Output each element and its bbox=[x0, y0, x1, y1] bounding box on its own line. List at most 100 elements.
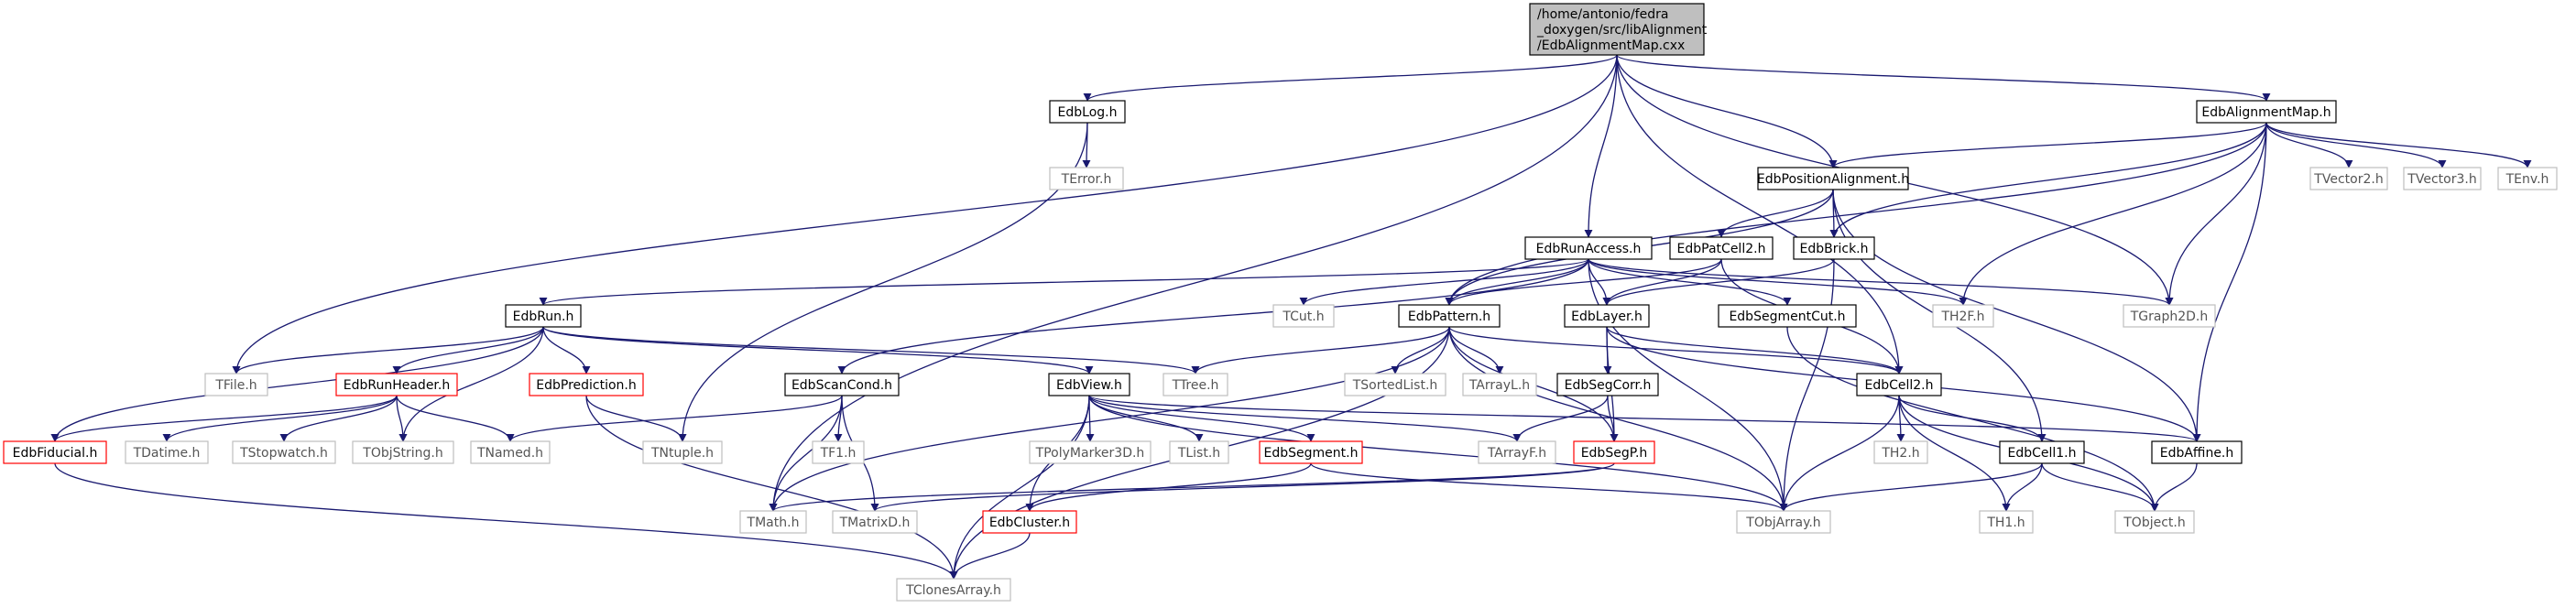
edge-edbsegp-to-tmath bbox=[769, 462, 1615, 512]
node-edbsegcorr-h[interactable]: EdbSegCorr.h bbox=[1556, 373, 1659, 396]
node-edbpattern-h-label: EdbPattern.h bbox=[1408, 309, 1490, 324]
edge-edbrunaccess-to-edbsegmentcut bbox=[1588, 258, 1792, 306]
edge-edbrunheader-to-tdatime bbox=[162, 395, 398, 442]
node-tobjstring-h: TObjString.h bbox=[352, 440, 454, 464]
node-tenv-h: TEnv.h bbox=[2497, 167, 2558, 190]
edge-edbrun-to-edbfiducial bbox=[50, 326, 544, 442]
edge-root-to-tfile bbox=[232, 54, 1618, 375]
node-tenv-h-box bbox=[2497, 167, 2558, 190]
edge-edbsegment-to-edbcluster bbox=[1025, 462, 1312, 512]
node-tarrayl-h: TArrayL.h bbox=[1462, 373, 1537, 396]
node-tobject-h: TObject.h bbox=[2114, 510, 2195, 534]
node-tnamed-h-label: TNamed.h bbox=[476, 446, 543, 461]
node-tmatrixd-h-box bbox=[832, 510, 918, 534]
node-tlist-h: TList.h bbox=[1169, 440, 1229, 464]
node-th1-h-label: TH1.h bbox=[1986, 516, 2025, 530]
node-edbpattern-h-box bbox=[1398, 304, 1501, 328]
node-tarrayf-h-label: TArrayF.h bbox=[1487, 446, 1546, 461]
node-edbscancond-h[interactable]: EdbScanCond.h bbox=[784, 373, 900, 396]
node-edbpositionalignment-h-box bbox=[1757, 167, 1909, 190]
edge-edbbrick-to-edblayer bbox=[1602, 258, 1835, 306]
node-edbrun-h[interactable]: EdbRun.h bbox=[505, 304, 582, 328]
node-edbalignmentmap-h[interactable]: EdbAlignmentMap.h bbox=[2196, 100, 2337, 124]
node-edbrunheader-h[interactable]: EdbRunHeader.h bbox=[335, 373, 458, 396]
node-tntuple-h-label: TNtuple.h bbox=[650, 446, 714, 461]
node-edbfiducial-h[interactable]: EdbFiducial.h bbox=[3, 440, 107, 464]
node-edbsegment-h[interactable]: EdbSegment.h bbox=[1259, 440, 1363, 464]
dependency-nodes: /home/antonio/fedra_doxygen/src/libAlign… bbox=[3, 3, 2558, 602]
node-tlist-h-label: TList.h bbox=[1177, 446, 1220, 461]
node-edbrunheader-h-label: EdbRunHeader.h bbox=[344, 378, 450, 393]
node-edbsegmentcut-h[interactable]: EdbSegmentCut.h bbox=[1718, 304, 1857, 328]
node-tntuple-h: TNtuple.h bbox=[642, 440, 723, 464]
node-tsortedlist-h: TSortedList.h bbox=[1344, 373, 1446, 396]
edge-edbrunheader-to-tnamed bbox=[396, 395, 515, 442]
node-tclonesarray-h-box bbox=[896, 578, 1011, 602]
node-edbsegcorr-h-label: EdbSegCorr.h bbox=[1565, 378, 1652, 393]
node-edbbrick-h-label: EdbBrick.h bbox=[1800, 242, 1869, 256]
node-edbcluster-h-box bbox=[982, 510, 1077, 534]
node-tf1-h-label: TF1.h bbox=[820, 446, 857, 461]
edge-edbrun-to-ttree bbox=[542, 326, 1200, 375]
node-edbpositionalignment-h[interactable]: EdbPositionAlignment.h bbox=[1757, 167, 1909, 190]
node-edbcell1-h[interactable]: EdbCell1.h bbox=[1999, 440, 2085, 464]
edge-root-to-edblog bbox=[1083, 54, 1618, 102]
node-tobjarray-h-label: TObjArray.h bbox=[1745, 516, 1820, 530]
node-edbaffine-h[interactable]: EdbAffine.h bbox=[2151, 440, 2243, 464]
node-tobjstring-h-label: TObjString.h bbox=[362, 446, 442, 461]
node-terror-h-label: TError.h bbox=[1061, 172, 1112, 187]
edge-edbrunheader-to-tobjstring bbox=[396, 395, 408, 442]
node-edbcell2-h[interactable]: EdbCell2.h bbox=[1856, 373, 1942, 396]
node-edbscancond-h-box bbox=[784, 373, 900, 396]
root-file-path-line: /EdbAlignmentMap.cxx bbox=[1537, 38, 1685, 53]
edge-edbpositionalignment-to-edbaffine bbox=[1832, 189, 2201, 442]
node-edblayer-h[interactable]: EdbLayer.h bbox=[1564, 304, 1650, 328]
edge-edbsegcorr-to-tarrayf bbox=[1512, 395, 1609, 442]
node-edbsegcorr-h-box bbox=[1556, 373, 1659, 396]
node-edbbrick-h[interactable]: EdbBrick.h bbox=[1793, 236, 1875, 260]
node-edbsegmentcut-h-box bbox=[1718, 304, 1857, 328]
node-edbview-h[interactable]: EdbView.h bbox=[1048, 373, 1130, 396]
edge-edbalignmentmaph-to-edbaffine bbox=[2192, 122, 2267, 442]
node-edbsegp-h[interactable]: EdbSegP.h bbox=[1573, 440, 1655, 464]
edge-edbpatcell2-to-edbpattern bbox=[1445, 258, 1722, 306]
node-edbcluster-h[interactable]: EdbCluster.h bbox=[982, 510, 1077, 534]
edge-edbcell1-to-tobjarray bbox=[1779, 462, 2043, 512]
node-edbpatcell2-h[interactable]: EdbPatCell2.h bbox=[1669, 236, 1774, 260]
node-tarrayf-h: TArrayF.h bbox=[1478, 440, 1556, 464]
edge-edbrun-to-tobjstring bbox=[398, 326, 544, 442]
node-edbpattern-h[interactable]: EdbPattern.h bbox=[1398, 304, 1501, 328]
node-edbrunaccess-h[interactable]: EdbRunAccess.h bbox=[1524, 236, 1653, 260]
edge-edbpatcell2-to-edblayer bbox=[1602, 258, 1722, 306]
edge-root-to-edbcell2 bbox=[1616, 54, 1904, 375]
node-tstopwatch-h: TStopwatch.h bbox=[232, 440, 336, 464]
node-tnamed-h: TNamed.h bbox=[470, 440, 551, 464]
node-terror-h-box bbox=[1049, 167, 1124, 190]
edge-edbalignmentmaph-to-edbpositionalignment bbox=[1828, 122, 2267, 168]
node-tclonesarray-h-label: TClonesArray.h bbox=[905, 583, 1001, 598]
node-edbsegmentcut-h-label: EdbSegmentCut.h bbox=[1729, 309, 1845, 324]
node-tdatime-h-box bbox=[125, 440, 209, 464]
node-ttree-h: TTree.h bbox=[1162, 373, 1228, 396]
edge-edbcell1-to-tobject bbox=[2041, 462, 2159, 512]
node-tobject-h-box bbox=[2114, 510, 2195, 534]
edge-edbfiducial-to-tclonesarray bbox=[54, 462, 958, 580]
edge-edbsegcorr-to-edbsegp bbox=[1607, 395, 1619, 442]
node-edbcell2-h-label: EdbCell2.h bbox=[1864, 378, 1933, 393]
edge-edbcell2-to-edbcell1 bbox=[1898, 395, 2047, 442]
node-edblog-h[interactable]: EdbLog.h bbox=[1049, 100, 1126, 124]
node-ttree-h-label: TTree.h bbox=[1172, 378, 1219, 393]
node-tsortedlist-h-box bbox=[1344, 373, 1446, 396]
node-th2f-h-box bbox=[1932, 304, 1994, 328]
node-edbaffine-h-box bbox=[2151, 440, 2243, 464]
node-tmatrixd-h: TMatrixD.h bbox=[832, 510, 918, 534]
node-terror-h: TError.h bbox=[1049, 167, 1124, 190]
node-tarrayl-h-box bbox=[1462, 373, 1537, 396]
node-edbbrick-h-box bbox=[1793, 236, 1875, 260]
node-ttree-h-box bbox=[1162, 373, 1228, 396]
edge-edbpattern-to-tarrayl bbox=[1448, 326, 1504, 375]
edge-edbrun-to-tfile bbox=[232, 326, 544, 375]
node-tvector3-h-label: TVector3.h bbox=[2407, 172, 2476, 187]
node-tcut-h-label: TCut.h bbox=[1282, 309, 1324, 324]
node-edbprediction-h[interactable]: EdbPrediction.h bbox=[529, 373, 644, 396]
